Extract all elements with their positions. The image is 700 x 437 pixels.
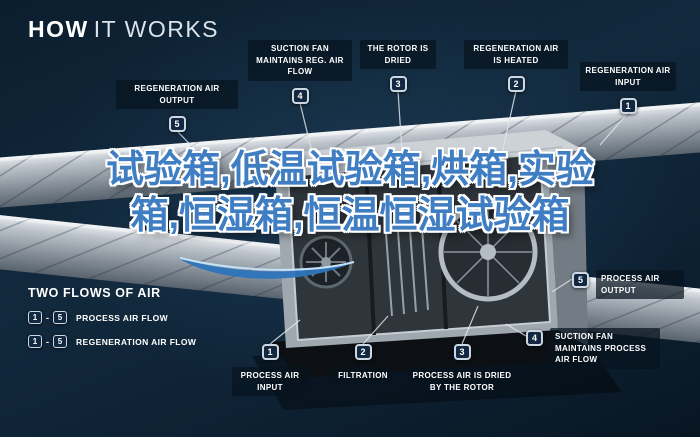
step-badge-1-regeneration: 1 [619, 98, 637, 115]
callout-label: FILTRATION [333, 367, 393, 385]
callout-regeneration-air-output: REGENERATION AIR OUTPUT 5 [116, 80, 238, 133]
step-badge-2-regeneration: 2 [507, 76, 525, 93]
step-badge-4-regeneration: 4 [291, 87, 309, 104]
rotor-wheel-illustration [438, 202, 538, 302]
callout-label: REGENERATION AIR INPUT [580, 62, 676, 92]
step-badge-5-regeneration: 5 [168, 116, 186, 133]
step-badge-2-process: 2 [354, 344, 372, 360]
callout-suction-fan-process: 4 SUCTION FAN MAINTAINS PROCESS AIR FLOW [526, 328, 660, 369]
callout-connector-lines [176, 90, 629, 345]
step-badge: 5 [53, 311, 67, 324]
legend-two-flows: TWO FLOWS OF AIR 1 - 5 PROCESS AIR FLOW … [28, 286, 196, 348]
callout-label: SUCTION FAN MAINTAINS REG. AIR FLOW [248, 40, 352, 81]
callout-process-air-dried: PROCESS AIR IS DRIED BY THE ROTOR 3 [406, 344, 518, 397]
fan-illustration [299, 235, 353, 289]
step-badge-5-process: 5 [572, 272, 589, 288]
step-badge-1-process: 1 [261, 344, 279, 360]
step-badge: 5 [53, 335, 67, 348]
step-badge-3-regeneration: 3 [389, 76, 407, 93]
range-dash: - [46, 312, 49, 323]
callout-process-air-output: 5 PROCESS AIR OUTPUT [572, 270, 684, 300]
legend-label: PROCESS AIR FLOW [76, 312, 169, 323]
callout-label: PROCESS AIR INPUT [232, 367, 308, 397]
swoosh-graphic [178, 257, 355, 279]
legend-row-regeneration-air-flow: 1 - 5 REGENERATION AIR FLOW [28, 335, 196, 348]
legend-label: REGENERATION AIR FLOW [76, 336, 197, 347]
chinese-watermark-text: 试验箱,低温试验箱,烘箱,实验箱,恒湿箱,恒温恒湿试验箱 [106, 149, 594, 237]
title-word-it-works: IT WORKS [93, 16, 220, 42]
step-badge: 1 [28, 311, 42, 324]
range-dash: - [46, 336, 49, 347]
callout-regeneration-air-heated: REGENERATION AIR IS HEATED 2 [464, 40, 568, 93]
step-badge-4-process: 4 [526, 330, 543, 346]
legend-row-process-air-flow: 1 - 5 PROCESS AIR FLOW [28, 311, 196, 324]
callout-regeneration-air-input: REGENERATION AIR INPUT 1 [580, 62, 676, 115]
callout-filtration: FILTRATION 2 [320, 344, 406, 385]
callout-rotor-is-dried: THE ROTOR IS DRIED 3 [360, 40, 436, 93]
callout-label: REGENERATION AIR IS HEATED [464, 40, 568, 70]
step-badge-3-process: 3 [453, 344, 471, 360]
filter-illustration [383, 199, 429, 317]
callout-suction-fan-reg: SUCTION FAN MAINTAINS REG. AIR FLOW 4 [248, 40, 352, 104]
callout-label: PROCESS AIR OUTPUT [596, 270, 684, 300]
legend-heading: TWO FLOWS OF AIR [28, 286, 161, 300]
callout-label: REGENERATION AIR OUTPUT [116, 80, 238, 110]
callout-label: SUCTION FAN MAINTAINS PROCESS AIR FLOW [550, 328, 660, 369]
callout-label: PROCESS AIR IS DRIED BY THE ROTOR [406, 367, 518, 397]
callout-label: THE ROTOR IS DRIED [360, 40, 436, 70]
title-word-how: HOW [28, 16, 89, 42]
callout-process-air-input: PROCESS AIR INPUT 1 [232, 344, 308, 397]
step-badge: 1 [28, 335, 42, 348]
